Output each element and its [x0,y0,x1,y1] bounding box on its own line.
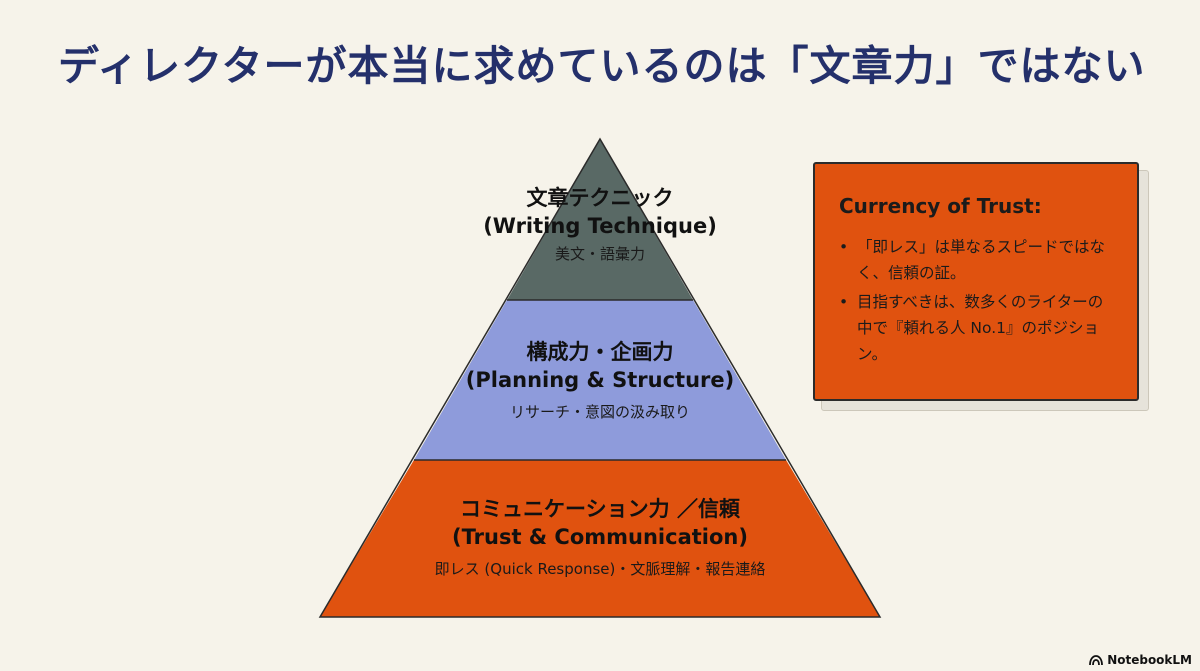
pyramid-outline [318,137,882,618]
tier-bottom-text: コミュニケーション力 ／信頼 (Trust & Communication) 即… [435,495,766,579]
bullet-dot: • [839,238,849,256]
pyramid-tier-top [507,139,693,300]
card-bullet-text: 目指すべきは、数多くのライターの中で『頼れる人 No.1』のポジション。 [857,292,1104,364]
bullet-dot: • [839,292,849,311]
pyramid-tier-middle [414,300,786,460]
notebooklm-watermark: NotebookLM [1089,653,1192,667]
card-bullet-item: • 目指すべきは、数多くのライターの中で『頼れる人 No.1』のポジション。 [839,289,1117,368]
tier-top-sub: 美文・語彙力 [554,244,645,263]
tier-bottom-label: コミュニケーション力 ／信頼 [460,497,740,521]
tier-top-text: 文章テクニック (Writing Technique) 美文・語彙力 [483,184,717,264]
card-bullet-item: • 「即レス」は単なるスピードではなく、信頼の証。 [839,234,1117,287]
pyramid-tier-bottom [320,460,880,617]
notebooklm-icon [1089,655,1104,666]
tier-bottom-sub: 即レス (Quick Response)・文脈理解・報告連絡 [434,559,766,578]
trust-card: Currency of Trust: • 「即レス」は単なるスピードではなく、信… [813,162,1139,401]
card-title: Currency of Trust: [839,194,1042,218]
tier-top-label: 文章テクニック [526,186,674,210]
tier-bottom-label-en: (Trust & Communication) [452,525,748,550]
card-bullet-text: 「即レス」は単なるスピードではなく、信頼の証。 [857,238,1106,283]
card-bullet-list: • 「即レス」は単なるスピードではなく、信頼の証。 • 目指すべきは、数多くのラ… [839,234,1117,368]
tier-middle-label-en: (Planning & Structure) [465,368,735,393]
tier-middle-text: 構成力・企画力 (Planning & Structure) リサーチ・意図の汲… [466,338,734,422]
tier-top-label-en: (Writing Technique) [483,214,717,239]
tier-middle-sub: リサーチ・意図の汲み取り [509,402,691,421]
brand-name: NotebookLM [1107,653,1192,667]
tier-middle-label: 構成力・企画力 [526,340,674,364]
page-title: ディレクターが本当に求めているのは「文章力」ではない [58,42,1146,90]
